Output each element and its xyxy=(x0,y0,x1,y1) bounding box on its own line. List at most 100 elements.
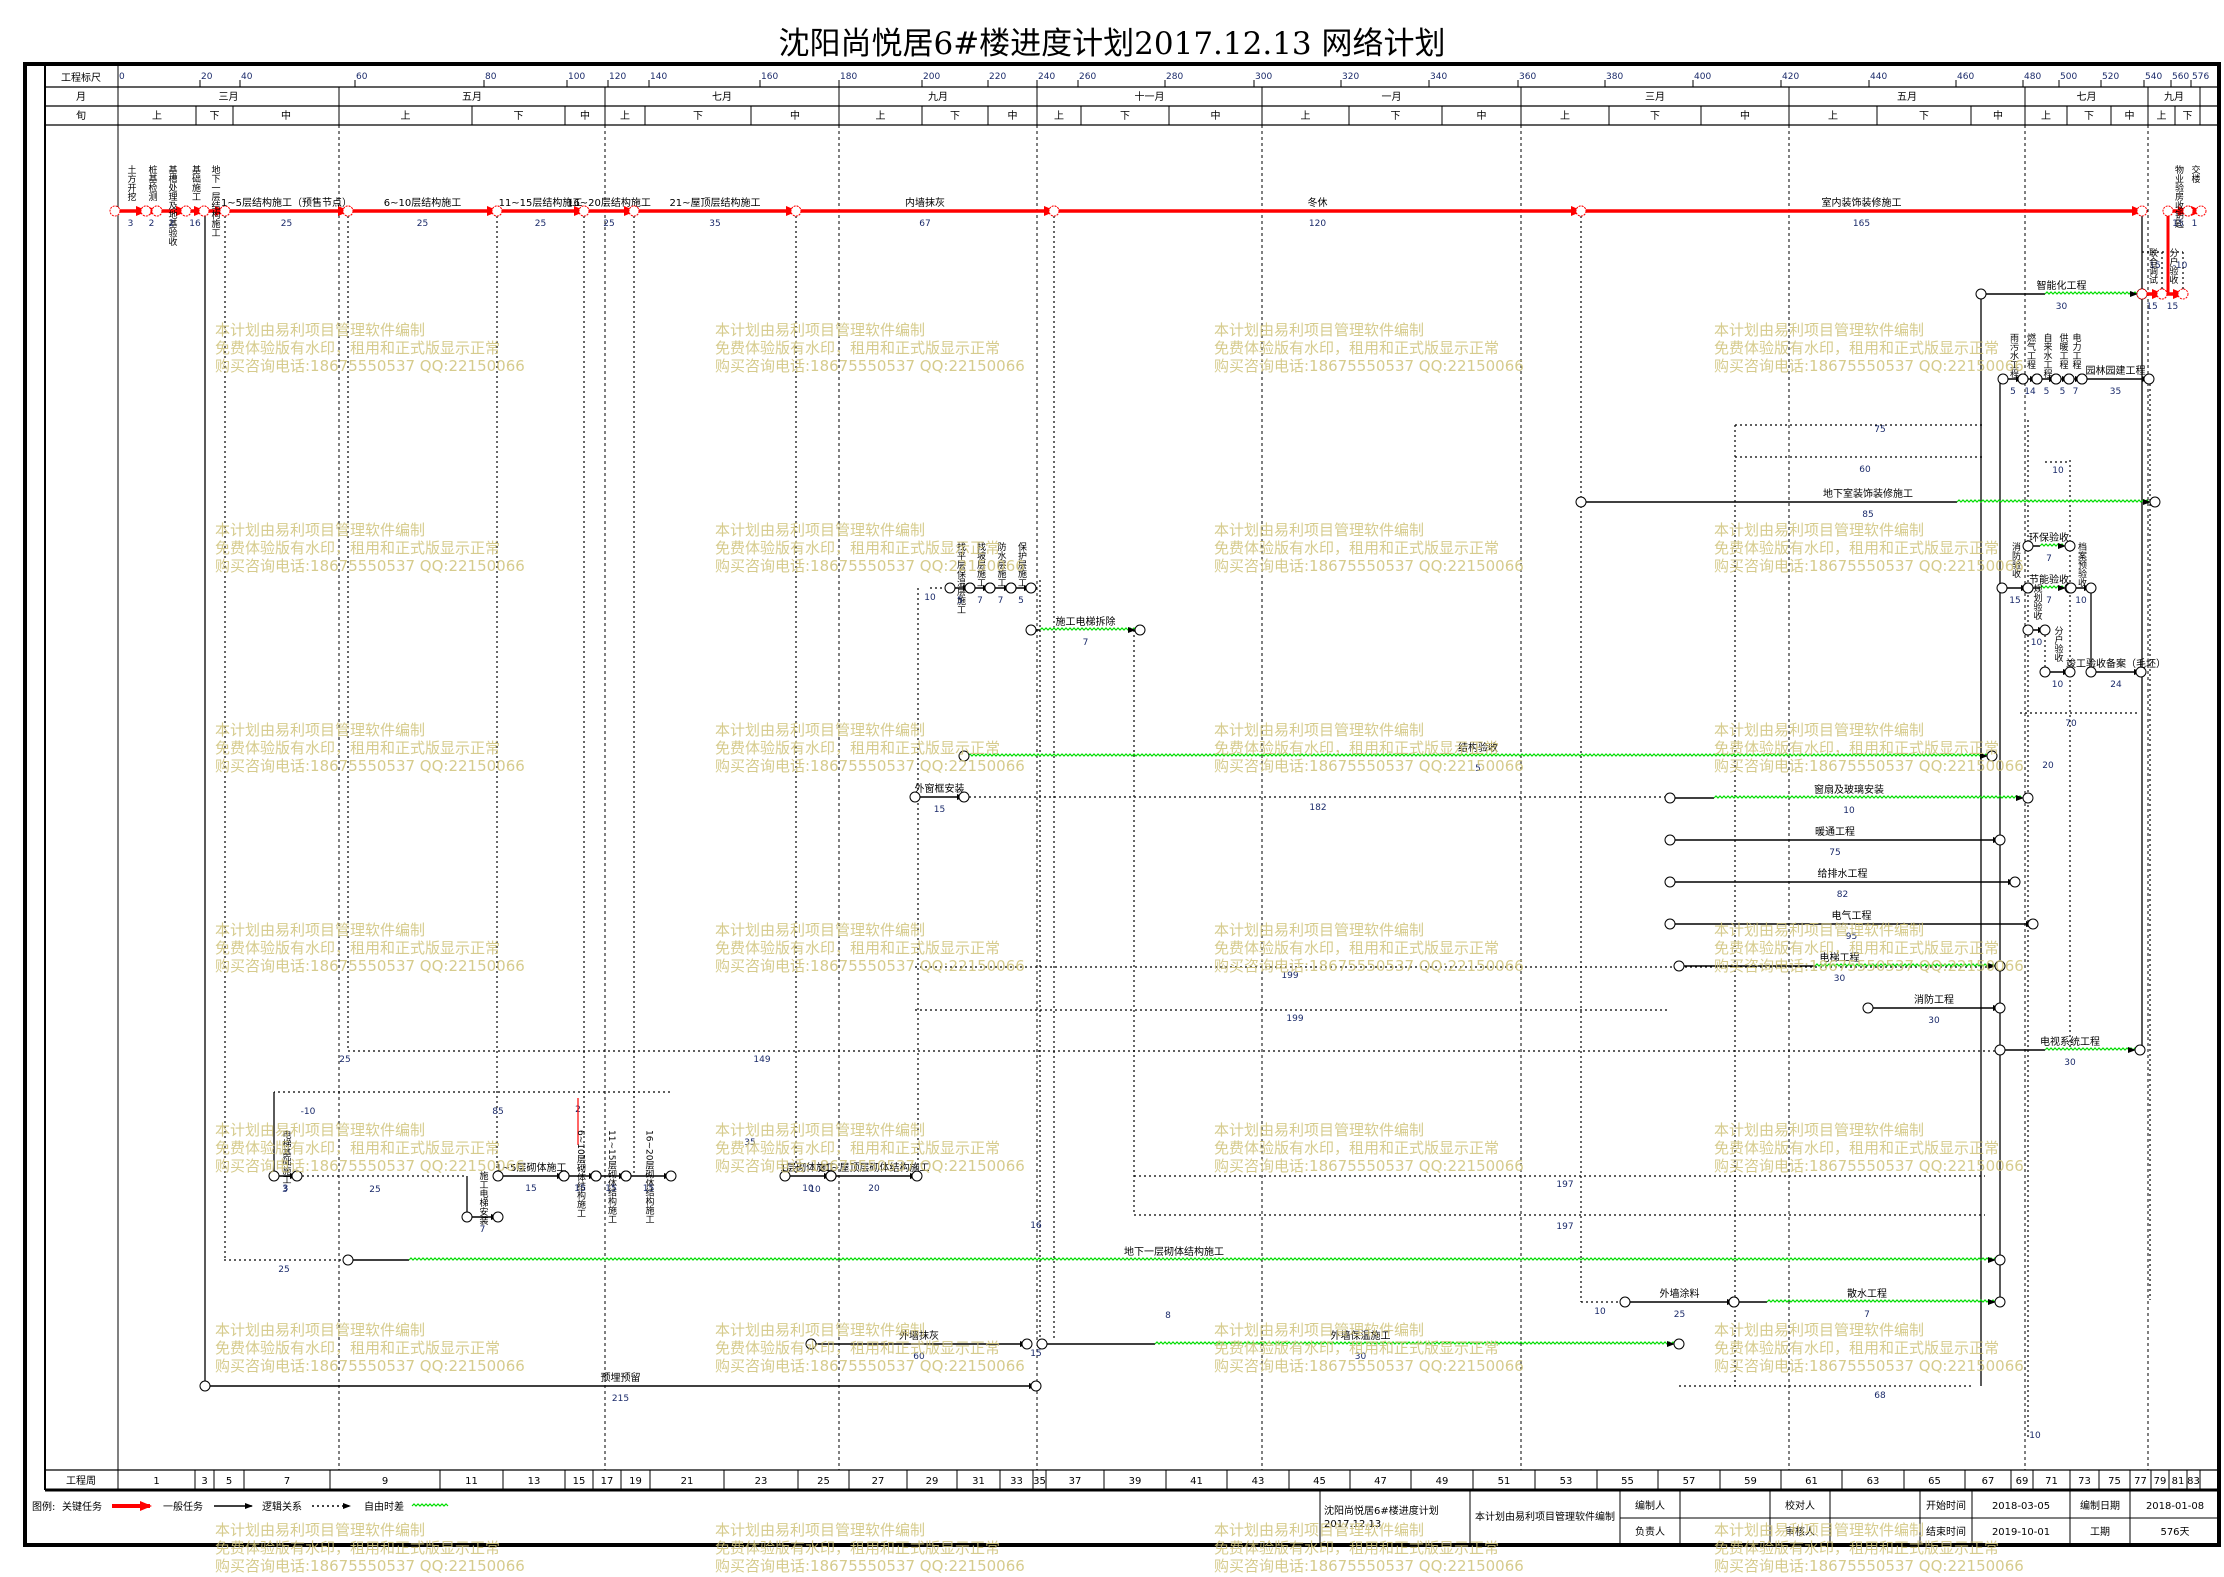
activity-name: 竣工验收备案（毛坯） xyxy=(2066,657,2166,670)
node-circle xyxy=(2195,205,2207,217)
activity-name: 给排水工程 xyxy=(1818,867,1868,880)
activity-name: 电视系统工程 xyxy=(2040,1035,2100,1048)
node-circle xyxy=(1862,1002,1874,1014)
xun-label: 上 xyxy=(1560,110,1570,122)
activity-duration: 25 xyxy=(417,219,428,229)
activity-name: 11~15层砌体结构施工 xyxy=(606,1130,617,1223)
activity-name: 1~5层砌体施工 xyxy=(495,1161,566,1174)
node-circle xyxy=(492,1170,504,1182)
activity-duration: 10 xyxy=(1843,806,1855,816)
watermark-text: 免费体验版有水印，租用和正式版显示正常 xyxy=(1714,1339,1999,1357)
watermark-text: 购买咨询电话:18675550537 QQ:22150066 xyxy=(1714,557,2024,575)
link-duration-label: 75 xyxy=(1874,425,1885,435)
node-circle xyxy=(1021,1338,1033,1350)
activity[interactable]: 竣工验收备案（毛坯）24 xyxy=(2066,657,2166,690)
info-duration-label: 工期 xyxy=(2090,1526,2110,1538)
week-label: 81 xyxy=(2172,1476,2185,1487)
scale-tick-label: 180 xyxy=(840,72,857,82)
node-circle xyxy=(805,1338,817,1350)
info-end: 2019-10-01 xyxy=(1992,1527,2050,1538)
activity-duration: 85 xyxy=(1862,510,1873,520)
activity-duration: 7 xyxy=(2073,387,2079,397)
activity[interactable]: 6~10层结构施工 25 xyxy=(342,196,503,229)
node-circle xyxy=(1994,1254,2006,1266)
node-circle xyxy=(180,205,192,217)
activity-name: 内墙抹灰 xyxy=(905,196,945,209)
activity-name: 16~20层结构施工 xyxy=(567,196,651,209)
scale-tick-label: 280 xyxy=(1166,72,1183,82)
link-duration-label: 10 xyxy=(809,1185,821,1195)
node-circle xyxy=(461,1211,473,1223)
activity-name: 地下室装饰装修施工 xyxy=(1823,487,1913,500)
node-circle xyxy=(558,1170,570,1182)
activity-duration: 30 xyxy=(1834,974,1846,984)
activity[interactable]: 1~5层结构施工（预售节点）25 xyxy=(219,196,354,229)
week-label: 27 xyxy=(872,1476,885,1487)
activity[interactable]: 交楼1 xyxy=(2182,164,2207,229)
activity-name: 6~10层结构施工 xyxy=(384,196,461,209)
node-circle xyxy=(492,1211,504,1223)
activity-duration: 5 xyxy=(2044,387,2050,397)
legend-float-swatch xyxy=(411,1503,449,1507)
node-circle xyxy=(1619,1296,1631,1308)
node-circle xyxy=(1994,834,2006,846)
activity-duration: 15 xyxy=(574,1184,585,1194)
activity[interactable]: 地下一层砌体结构施工 xyxy=(342,1245,2006,1266)
legend-logic-label: 逻辑关系 xyxy=(262,1500,302,1513)
watermark-text: 购买咨询电话:18675550537 QQ:22150066 xyxy=(715,1557,1025,1575)
week-label: 21 xyxy=(681,1476,694,1487)
watermark-text: 本计划由易利项目管理软件编制 xyxy=(1714,521,1924,539)
activity-name: 施工电梯拆除 xyxy=(1056,615,1116,628)
activity-name: 找坡层施工 xyxy=(975,541,986,587)
activity-duration: 14 xyxy=(2024,387,2036,397)
node-circle xyxy=(964,582,976,594)
xun-label: 下 xyxy=(1391,111,1401,122)
scale-tick-label: 160 xyxy=(761,72,778,82)
watermark-text: 免费体验版有水印，租用和正式版显示正常 xyxy=(715,1139,1000,1157)
week-label: 45 xyxy=(1313,1476,1326,1487)
watermark-text: 本计划由易利项目管理软件编制 xyxy=(1214,321,1424,339)
activity-duration: 7 xyxy=(998,596,1004,606)
activity[interactable]: 地下室装饰装修施工 85 xyxy=(1575,487,2161,520)
watermark-text: 购买咨询电话:18675550537 QQ:22150066 xyxy=(215,1557,525,1575)
node-circle xyxy=(2022,582,2034,594)
link-duration-label: 3 xyxy=(282,1185,288,1195)
watermark-text: 本计划由易利项目管理软件编制 xyxy=(215,321,425,339)
